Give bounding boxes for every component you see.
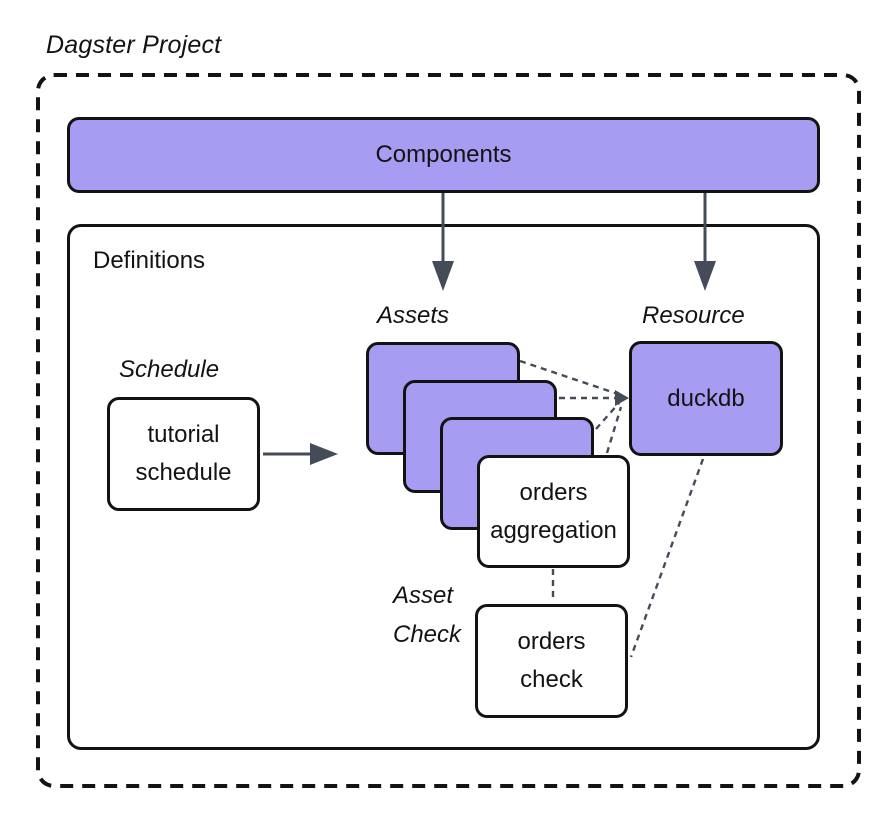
orders-check-node: orders check	[475, 604, 628, 718]
orders-check-line2: check	[520, 666, 583, 693]
components-to-resource-arrowhead-icon	[694, 261, 716, 291]
duckdb-resource-node: duckdb	[629, 341, 783, 456]
orders-check-line1: orders	[517, 628, 586, 655]
definitions-label: Definitions	[93, 247, 206, 274]
duckdb-connector-arrowhead-icon	[615, 390, 629, 406]
orders-aggregation-line1: orders	[519, 478, 588, 506]
orders-aggregation-label: orders aggregation	[490, 474, 617, 550]
components-label: Components	[375, 141, 512, 168]
orders-aggregation-line2: aggregation	[490, 516, 617, 544]
resource-label: Resource	[642, 302, 745, 329]
tutorial-schedule-line2: schedule	[135, 459, 232, 486]
tutorial-schedule-node: tutorial schedule	[107, 397, 260, 511]
duckdb-orders-check-connector	[629, 458, 705, 658]
asset-check-label-line1: Asset	[393, 582, 454, 609]
project-dashed-border	[36, 73, 861, 788]
asset3-duckdb-connector	[595, 402, 620, 430]
assets-label: Assets	[377, 302, 450, 329]
schedule-to-assets-arrowhead-icon	[310, 443, 338, 465]
components-bar: Components	[67, 117, 820, 193]
diagram-title: Dagster Project	[46, 31, 222, 59]
asset-check-label-line2: Check	[393, 621, 462, 648]
orders-aggregation-duckdb-connector	[605, 406, 623, 454]
tutorial-schedule-line1: tutorial	[147, 421, 220, 448]
tutorial-schedule-label: tutorial schedule	[135, 416, 231, 492]
orders-aggregation-node: orders aggregation	[477, 455, 630, 568]
schedule-label: Schedule	[119, 356, 220, 383]
duckdb-label: duckdb	[667, 384, 745, 412]
components-to-assets-arrowhead-icon	[432, 261, 454, 291]
orders-check-label: orders check	[517, 623, 585, 699]
